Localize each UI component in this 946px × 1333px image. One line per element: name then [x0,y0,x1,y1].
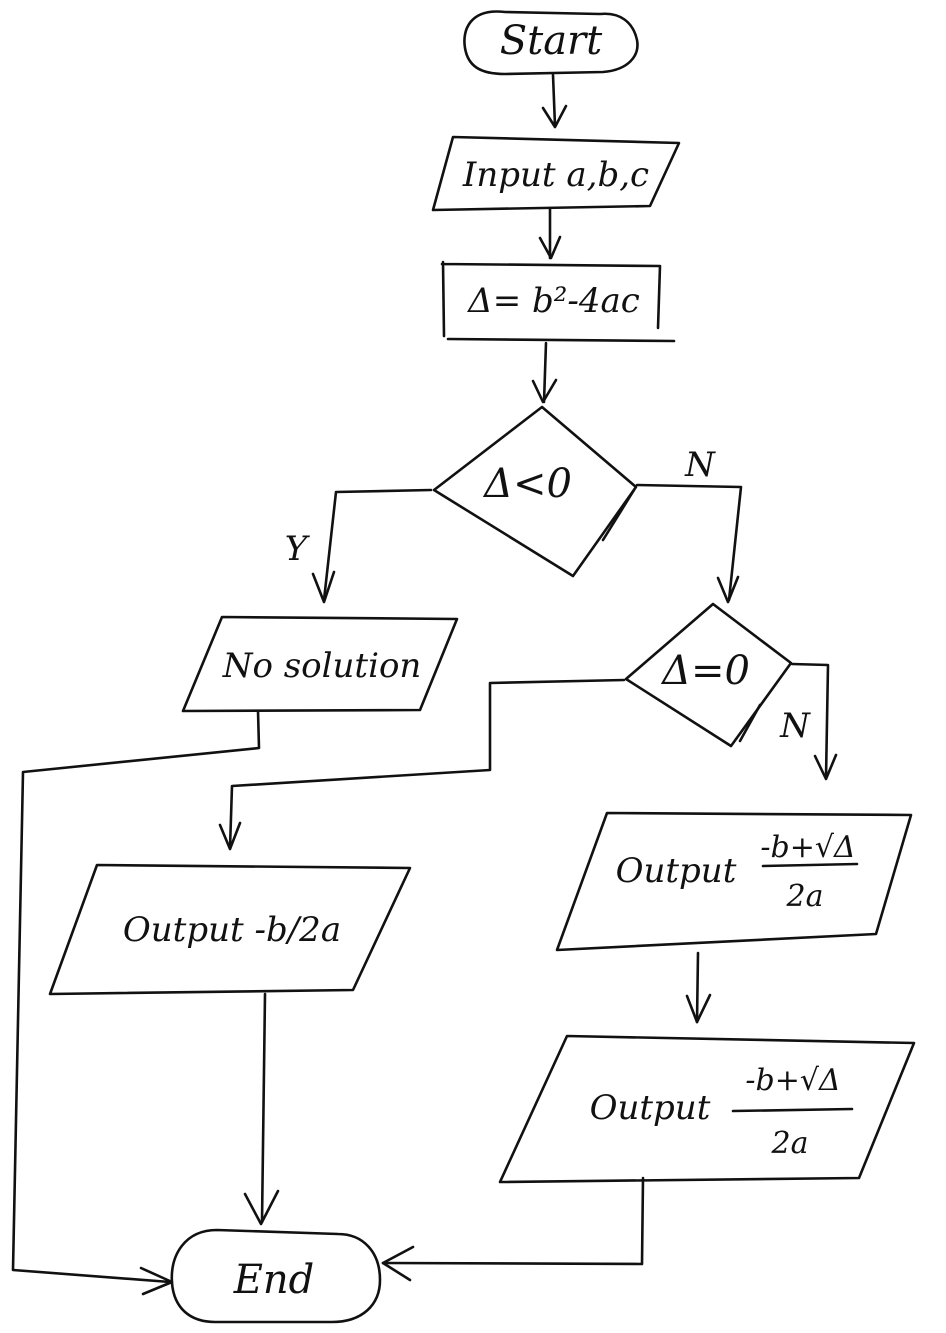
edge-decision2-no: N [779,662,838,781]
decision2-shape [624,602,793,748]
decision1-shape [432,405,638,578]
decision1-label: Δ<0 [482,461,572,507]
edge-decision2-yes [218,678,626,851]
input-shape [431,135,681,212]
start-label: Start [500,18,603,64]
end-label: End [233,1257,315,1303]
edge-decision1-yes: Y [285,488,433,604]
input-box: Input a,b,c [431,135,681,212]
decision2-diamond: Δ=0 [624,602,793,748]
output-plus-box: Output -b+√Δ 2a [555,811,913,952]
arrow-input-to-compute [538,206,562,260]
output-plus-denominator: 2a [786,879,824,914]
output-plus-shape [555,811,913,952]
arrow-compute-to-decision1 [531,341,558,404]
output-minus-prefix: Output [590,1088,711,1128]
decision1-diamond: Δ<0 [432,405,638,578]
output-minus-denominator: 2a [771,1126,809,1161]
end-terminal: End [170,1228,382,1324]
output-single-shape [48,863,412,996]
arrow-start-to-input [541,73,568,129]
edge-no-solution-to-end [11,709,261,1296]
end-shape [170,1228,382,1324]
edge-label-no-2: N [779,706,811,746]
edge-label-yes: Y [285,529,311,569]
output-single-box: Output -b/2a [48,863,412,996]
output-minus-shape [498,1034,916,1184]
no-solution-label: No solution [222,646,422,686]
arrow-output-plus-to-minus [685,951,712,1024]
output-minus-numerator: -b+√Δ [745,1063,840,1098]
edge-output-minus-to-end [381,1176,645,1282]
compute-box: Δ= b²-4ac [440,260,676,343]
no-solution-shape [181,615,459,713]
decision2-label: Δ=0 [660,648,750,694]
output-plus-numerator: -b+√Δ [760,830,855,865]
compute-shape [440,260,676,343]
no-solution-box: No solution [181,615,459,713]
start-shape [463,10,639,76]
edge-output-single-to-end [243,992,280,1226]
output-plus-fraction-bar [761,862,859,868]
output-minus-box: Output -b+√Δ 2a [498,1034,916,1184]
edge-label-no-1: N [684,445,716,485]
input-label: Input a,b,c [462,155,649,195]
edge-decision1-no: N [635,445,743,604]
output-plus-prefix: Output [616,851,737,891]
start-terminal: Start [463,10,639,76]
output-single-label: Output -b/2a [123,910,341,950]
compute-label: Δ= b²-4ac [466,281,640,321]
output-minus-fraction-bar [731,1107,854,1113]
